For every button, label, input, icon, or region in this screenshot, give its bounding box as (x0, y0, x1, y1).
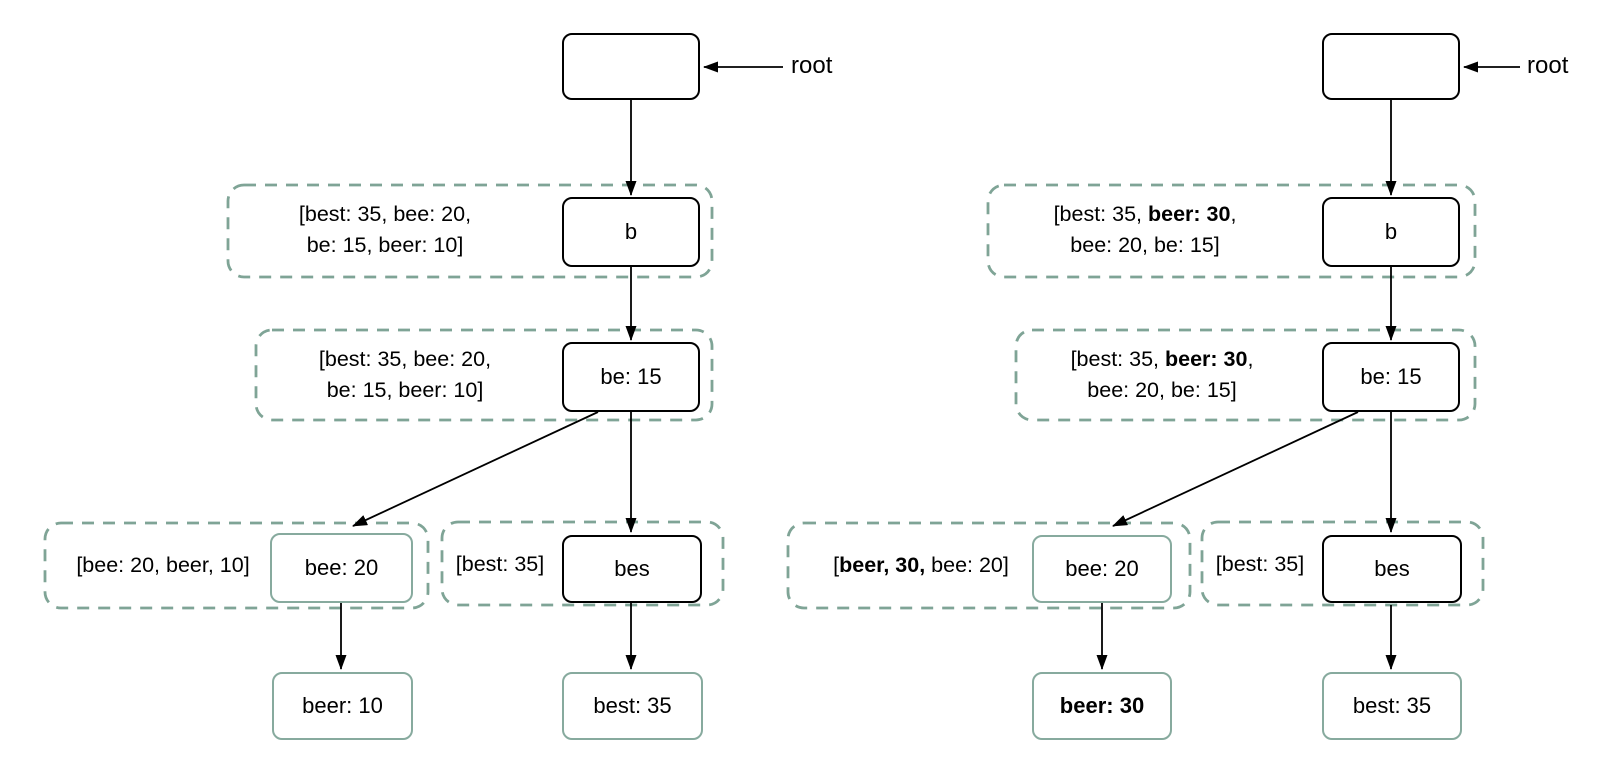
right-annotation-bes-list: [best: 35] (1215, 552, 1305, 576)
right-edge-be-bee (1112, 411, 1359, 527)
right-annotation-level1-post: , (1230, 202, 1237, 226)
left-annotation-bes-list: [best: 35] (455, 552, 545, 576)
left-annotation-level1: [best: 35, bee: 20, be: 15, beer: 10] (235, 199, 535, 261)
right-node-beer: beer: 30 (1032, 672, 1172, 740)
right-node-bee: bee: 20 (1032, 535, 1172, 603)
left-node-bee: bee: 20 (270, 533, 413, 603)
left-edge-be-bee (352, 411, 599, 527)
right-node-bes: bes (1322, 535, 1462, 603)
right-node-b: b (1322, 197, 1460, 267)
right-root-node (1322, 33, 1460, 100)
left-node-bes: bes (562, 535, 702, 603)
right-annotation-level1-bold: beer: 30 (1147, 202, 1231, 226)
right-annotation-level2-bold: beer: 30 (1164, 347, 1248, 371)
left-root-node (562, 33, 700, 100)
right-dashed-box-bee (786, 521, 1192, 610)
right-dashed-box-bes (1200, 520, 1485, 607)
left-node-beer: beer: 10 (272, 672, 413, 740)
left-annotation-level2-line1: [best: 35, bee: 20, (318, 347, 492, 371)
left-annotation-level2: [best: 35, bee: 20, be: 15, beer: 10] (255, 344, 555, 406)
right-node-best: best: 35 (1322, 672, 1462, 740)
right-annotation-level2-line2: bee: 20, be: 15] (1087, 378, 1237, 402)
left-annotation-level2-line2: be: 15, beer: 10] (326, 378, 484, 402)
right-annotation-bee-list: [beer, 30, bee: 20] (811, 550, 1031, 581)
left-node-b: b (562, 197, 700, 267)
left-node-be: be: 15 (562, 342, 700, 412)
right-annotation-level2-pre: [best: 35, (1070, 347, 1165, 371)
right-annotation-level1-line2: bee: 20, be: 15] (1070, 233, 1220, 257)
left-annotation-bee-list: [bee: 20, beer, 10] (76, 553, 250, 577)
right-dashed-box-level1 (986, 183, 1477, 279)
left-dashed-box-level1 (226, 183, 714, 279)
left-dashed-box-level2 (254, 328, 714, 422)
right-annotation-level1: [best: 35, beer: 30, bee: 20, be: 15] (995, 199, 1295, 261)
left-dashed-box-bee (43, 521, 430, 610)
right-dashed-box-level2 (1014, 328, 1477, 422)
left-node-best: best: 35 (562, 672, 703, 740)
right-annotation-level2: [best: 35, beer: 30, bee: 20, be: 15] (1012, 344, 1312, 406)
right-annotation-level1-pre: [best: 35, (1053, 202, 1148, 226)
right-annotation-bee-post: bee: 20] (925, 553, 1009, 577)
left-dashed-box-bes (440, 520, 725, 607)
left-root-label: root (791, 52, 833, 79)
right-annotation-bee-bold: beer, 30, (839, 553, 926, 577)
left-annotation-level1-line1: [best: 35, bee: 20, (298, 202, 472, 226)
right-root-label: root (1527, 52, 1569, 79)
right-annotation-bee-pre: [ (833, 553, 840, 577)
right-node-be: be: 15 (1322, 342, 1460, 412)
right-annotation-level2-post: , (1247, 347, 1254, 371)
left-annotation-level1-line2: be: 15, beer: 10] (306, 233, 464, 257)
